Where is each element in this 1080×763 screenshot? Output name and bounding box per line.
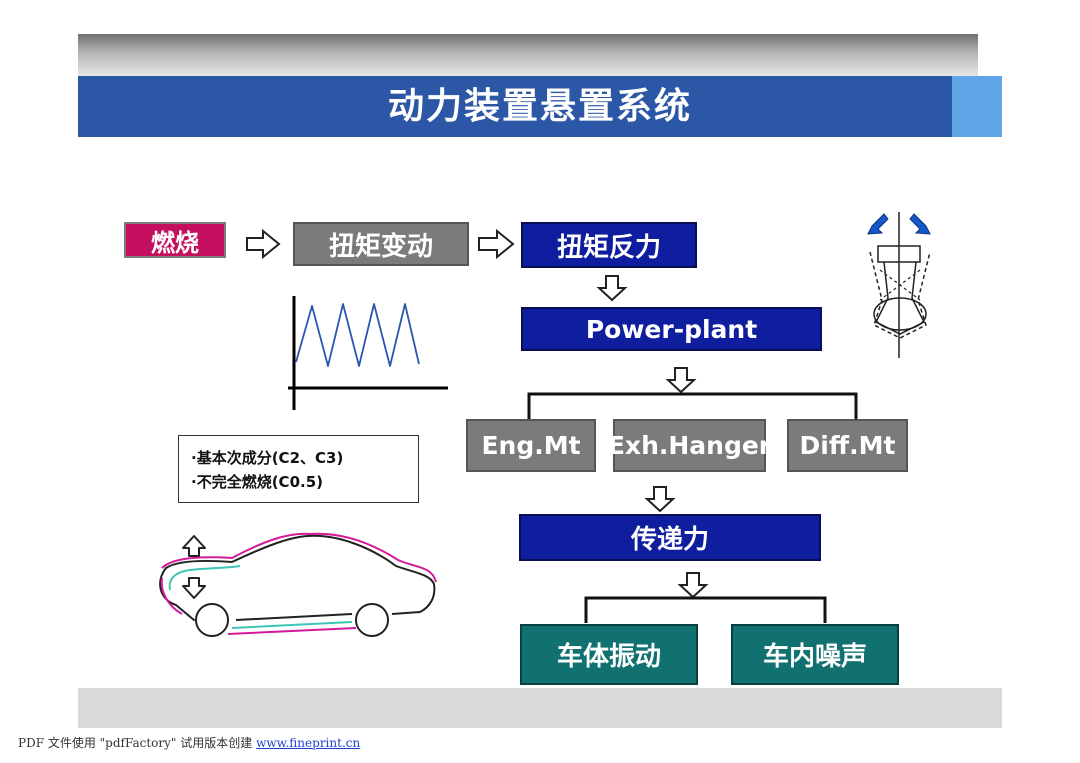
header-decoration xyxy=(78,34,978,78)
body-vibration-box: 车体振动 xyxy=(520,624,698,685)
arrow-right-icon xyxy=(478,228,515,260)
torque-reaction-box: 扭矩反力 xyxy=(521,222,697,268)
header-bar xyxy=(78,76,1002,137)
page-title: 动力装置悬置系统 xyxy=(387,86,692,127)
note-line: ·不完全燃烧(C0.5) xyxy=(191,473,323,491)
note-line: ·基本次成分(C2、C3) xyxy=(191,449,344,467)
footer-text: PDF 文件使用 "pdfFactory" 试用版本创建 xyxy=(18,736,253,750)
diff-mount-box: Diff.Mt xyxy=(787,419,908,472)
arrow-down-icon xyxy=(644,486,676,513)
arrow-up-icon xyxy=(182,535,206,557)
branch-connector xyxy=(527,392,858,419)
footer-link[interactable]: www.fineprint.cn xyxy=(256,736,361,750)
power-plant-box: Power-plant xyxy=(521,307,822,351)
cabin-noise-box: 车内噪声 xyxy=(731,624,899,685)
car-illustration xyxy=(159,532,437,637)
arrow-down-icon xyxy=(182,577,206,599)
arrow-down-icon xyxy=(665,367,697,394)
torque-waveform xyxy=(288,296,448,410)
arrow-down-icon xyxy=(677,572,709,599)
footer-bar xyxy=(78,688,1002,728)
exh-hanger-box: Exh.Hanger xyxy=(608,419,771,472)
footer-note: PDF 文件使用 "pdfFactory" 试用版本创建 www.finepri… xyxy=(18,734,360,751)
arrow-down-icon xyxy=(596,275,628,302)
arrow-right-icon xyxy=(246,228,281,260)
branch-connector xyxy=(584,596,827,623)
transmitted-force-box: 传递力 xyxy=(519,514,821,561)
torque-variation-box: 扭矩变动 xyxy=(293,222,469,266)
engine-roll-illustration xyxy=(867,212,931,358)
harmonic-notes: ·基本次成分(C2、C3) ·不完全燃烧(C0.5) xyxy=(178,435,419,503)
combustion-box: 燃烧 xyxy=(124,222,226,258)
eng-mount-box: Eng.Mt xyxy=(466,419,596,472)
header-accent xyxy=(952,76,1002,137)
